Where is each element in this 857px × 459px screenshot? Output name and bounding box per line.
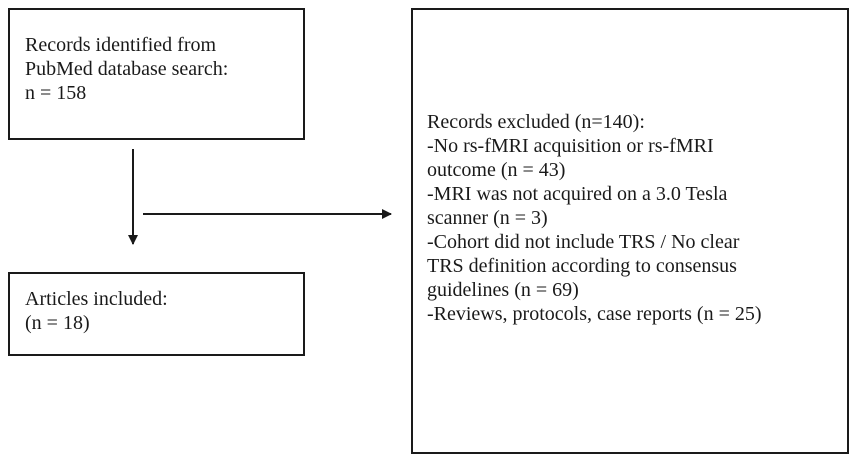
records-excluded-box	[411, 8, 849, 454]
excluded-line-3: outcome (n = 43)	[427, 159, 566, 181]
excluded-line-8: guidelines (n = 69)	[427, 279, 579, 301]
excluded-line-9: -Reviews, protocols, case reports (n = 2…	[427, 303, 762, 325]
records-identified-box	[8, 8, 305, 140]
included-line-1: Articles included:	[25, 288, 168, 310]
records-excluded-text: Records excluded (n=140): -No rs-fMRI ac…	[427, 110, 762, 326]
excluded-line-1: Records excluded (n=140):	[427, 111, 645, 133]
articles-included-text: Articles included: (n = 18)	[25, 287, 168, 335]
excluded-line-6: -Cohort did not include TRS / No clear	[427, 231, 740, 253]
identified-line-1: Records identified from	[25, 34, 217, 56]
excluded-line-4: -MRI was not acquired on a 3.0 Tesla	[427, 183, 728, 205]
records-identified-text: Records identified from PubMed database …	[25, 33, 228, 105]
articles-included-box	[8, 272, 305, 356]
excluded-line-7: TRS definition according to consensus	[427, 255, 737, 277]
identified-line-2: PubMed database search:	[25, 58, 229, 80]
identified-line-3: n = 158	[25, 82, 87, 104]
excluded-line-2: -No rs-fMRI acquisition or rs-fMRI	[427, 135, 714, 157]
included-line-2: (n = 18)	[25, 312, 90, 334]
excluded-line-5: scanner (n = 3)	[427, 207, 548, 229]
